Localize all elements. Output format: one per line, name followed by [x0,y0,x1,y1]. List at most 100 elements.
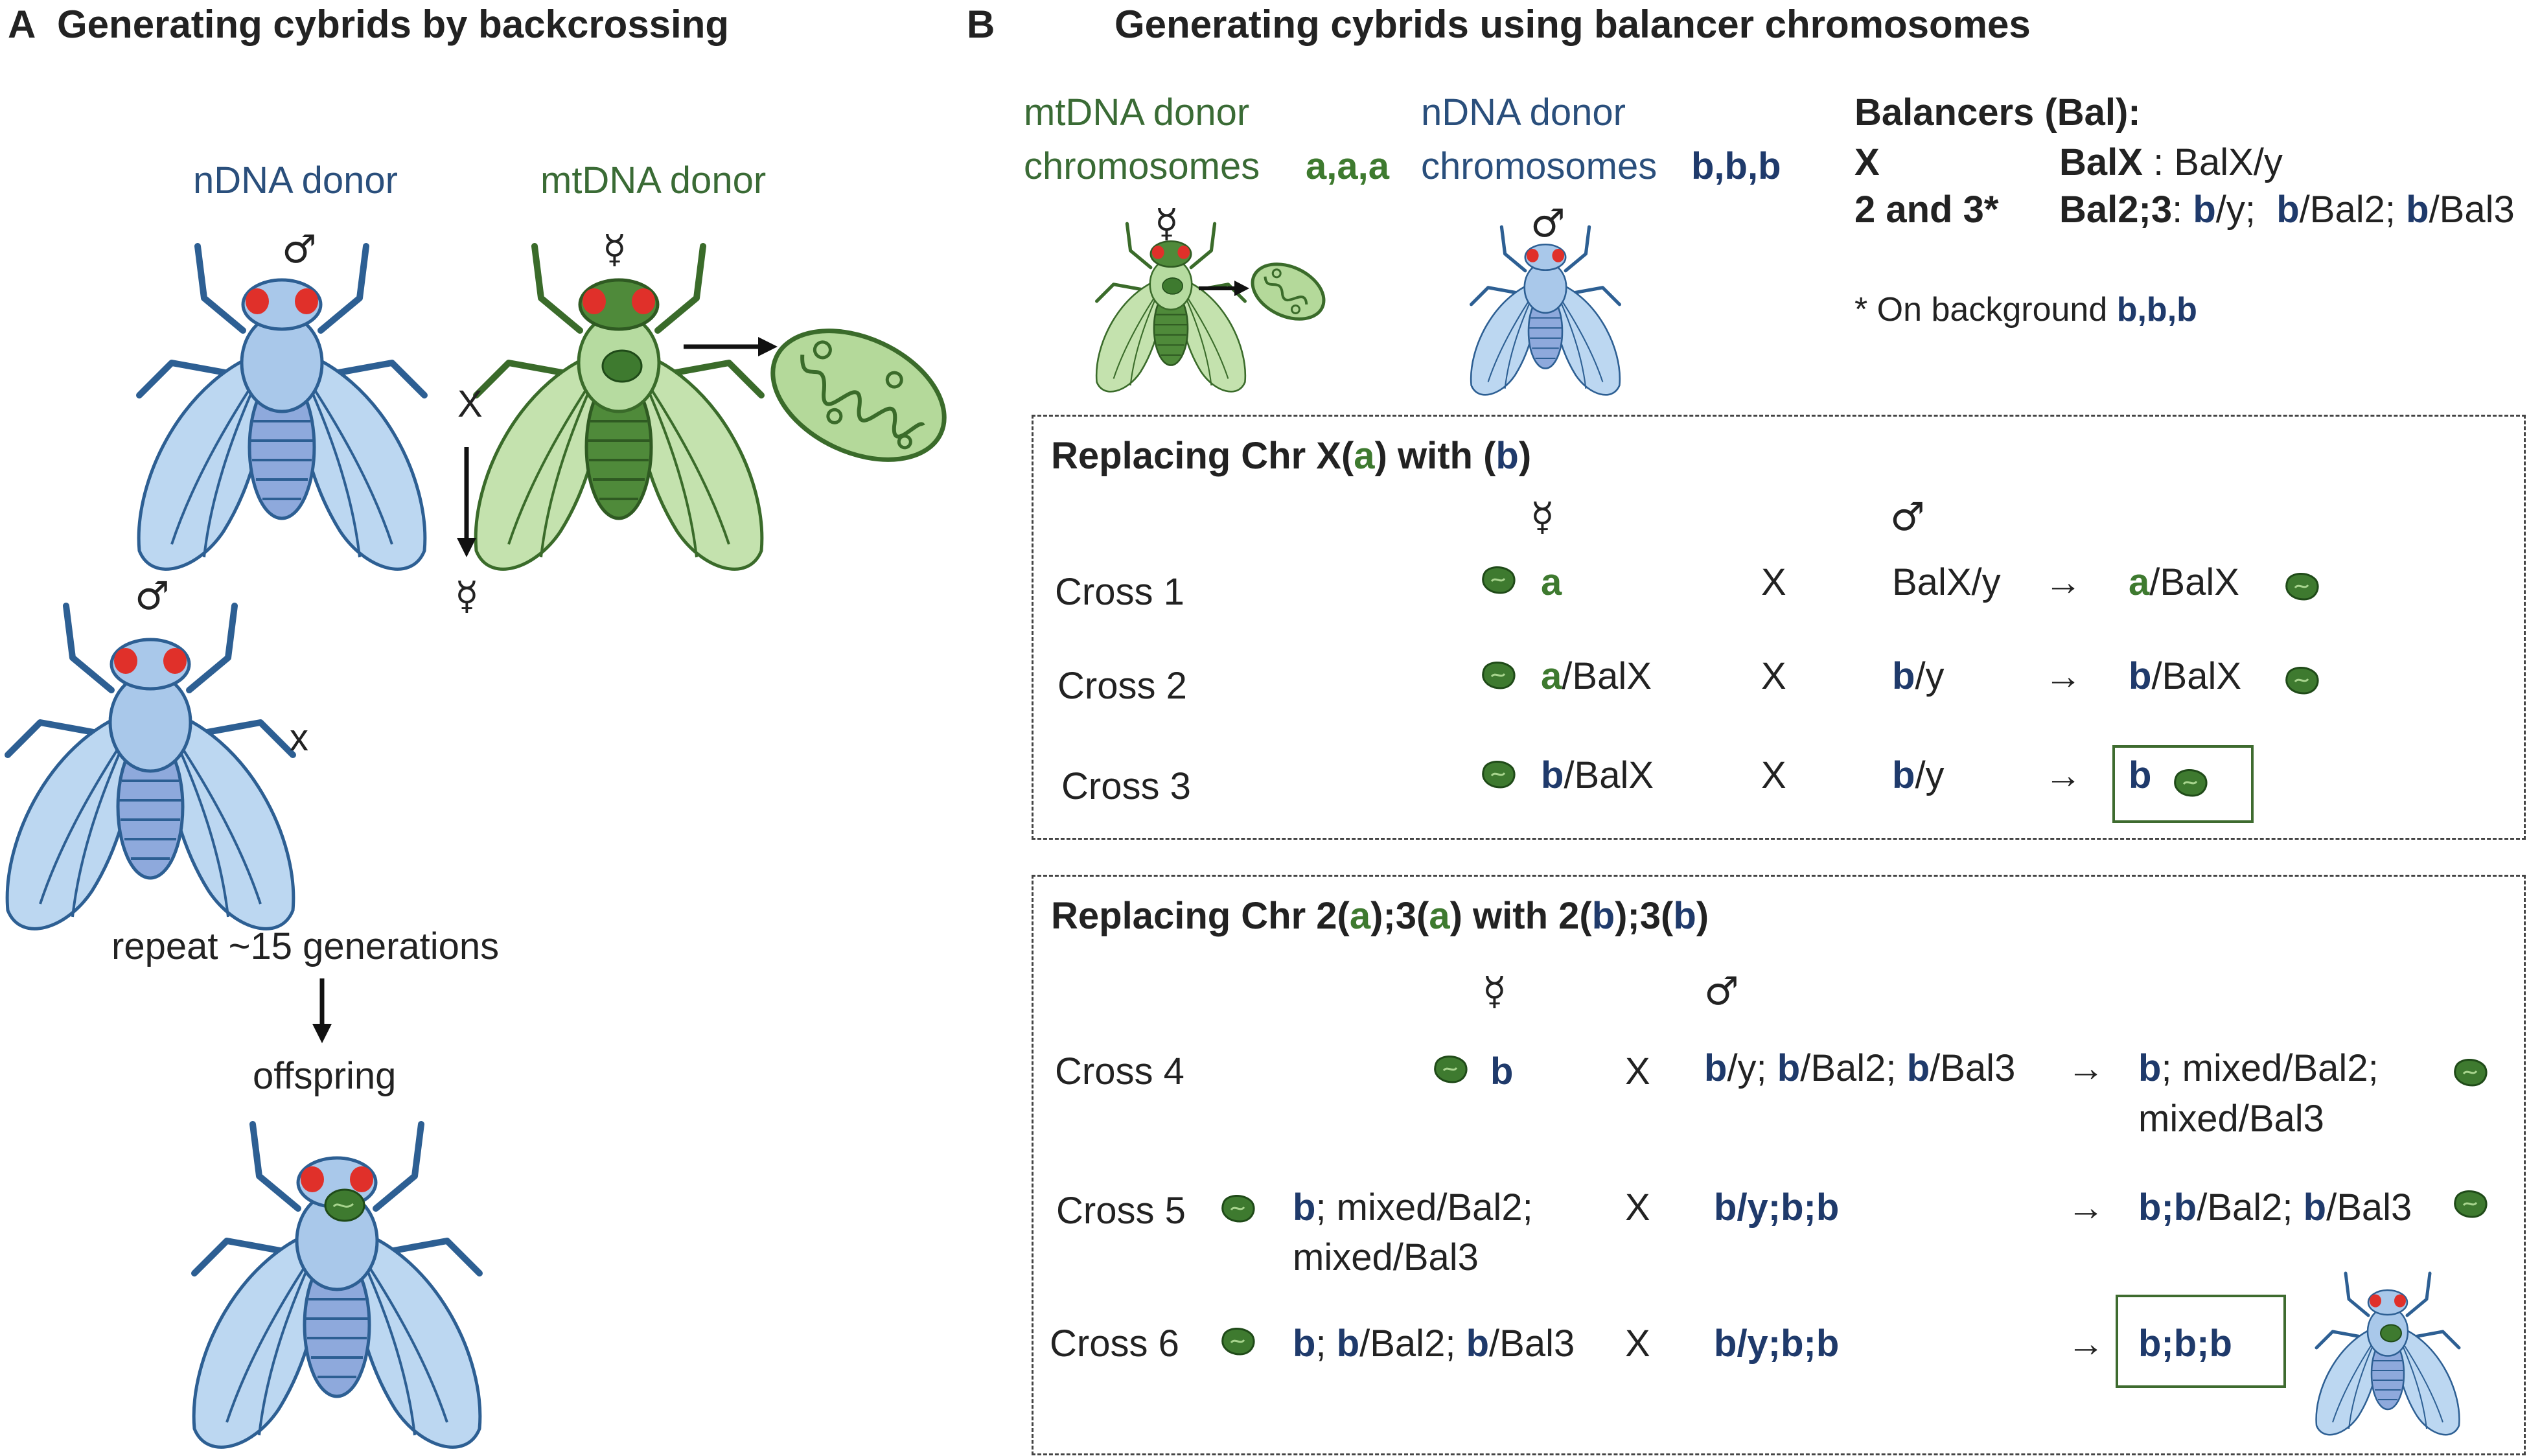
replace-chr-x-box [1032,415,2526,840]
cross-3-female: b/BalX [1541,754,1654,796]
mitochondrion-small-icon [1434,1055,1468,1083]
cross-2-label: Cross 2 [1057,665,1187,707]
cross-6-label: Cross 6 [1050,1323,1179,1365]
ndna-donor-code: b,b,b [1691,145,1781,187]
bal-x-label: X [1854,141,1880,183]
offspring-text: offspring [253,1055,397,1097]
bal-23-definition: Bal2;3: b/y; b/Bal2; b/Bal3 [2059,189,2515,231]
arrow-icon: → [2044,754,2082,796]
mitochondrion-icon [770,329,947,462]
ndna-donor-line1: nDNA donor [1421,91,1626,133]
panel-b-title: Generating cybrids using balancer chromo… [1114,3,2031,46]
arrow-icon: → [2067,1047,2105,1089]
cross-6-result: b;b;b [2138,1323,2232,1365]
female-symbol: ☿ [603,227,627,272]
panel-a-title: Generating cybrids by backcrossing [57,3,730,46]
bal-23-name: Bal2;3 [2059,189,2173,231]
cross-4-female: b [1490,1050,1514,1092]
cross-3-label: Cross 3 [1061,765,1191,807]
arrow-icon: → [2067,1186,2105,1229]
mitochondrion-small-icon [2285,666,2319,695]
replace-chr-23-box [1032,875,2526,1455]
cross-2-female: a/BalX [1541,655,1652,697]
ndna-donor-line2: chromosomes [1421,145,1657,187]
mitochondrion-small-icon [1482,566,1516,594]
cross-x-symbol: X [1625,1050,1650,1092]
cross-2-result: b/BalX [2129,655,2242,697]
female-symbol: ☿ [1155,201,1179,246]
bal-x-name: BalX [2059,141,2143,183]
repeat-text: repeat ~15 generations [111,925,500,967]
cross-6-male: b/y;b;b [1714,1323,1840,1365]
male-symbol: ♂ [1530,201,1565,246]
cross-5-label: Cross 5 [1056,1190,1186,1232]
mitochondrion-small-icon [1482,760,1516,789]
mitochondrion-small-icon [1221,1194,1255,1223]
mitochondrion-small-icon [1482,661,1516,689]
cross-x-symbol: x [290,717,308,759]
cross-4-result-line2: mixed/Bal3 [2138,1098,2324,1140]
mtdna-donor-line1: mtDNA donor [1024,91,1250,133]
male-symbol: ♂ [135,573,170,619]
box2-title: Replacing Chr 2(a);3(a) with 2(b);3(b) [1051,895,1709,937]
cross-1-result: a/BalX [2129,561,2239,603]
cross-x-symbol: X [1761,655,1786,697]
arrow-icon: → [2044,655,2082,697]
arrow-right-icon [684,337,778,356]
male-symbol: ♂ [1704,969,1739,1014]
bal-23-label: 2 and 3* [1854,189,1999,231]
cross-5-result: b;b/Bal2; b/Bal3 [2138,1186,2412,1229]
arrow-right-icon [1199,281,1249,296]
cross-1-male: BalX/y [1892,561,2001,603]
hybrid-fly-icon [327,606,613,929]
bal-x-genotype: : BalX/y [2142,141,2283,183]
cross-6-result-box [2116,1295,2286,1388]
panel-a-letter: A [8,3,36,46]
arrow-icon: → [2044,561,2082,603]
cross-4-label: Cross 4 [1055,1050,1184,1092]
mitochondrion-small-icon [2285,572,2319,601]
cross-5-male: b/y;b;b [1714,1186,1840,1229]
cross-x-symbol: X [1761,561,1786,603]
mitochondrion-icon [1251,262,1326,321]
balancers-heading: Balancers (Bal): [1854,91,2141,133]
arrow-down-icon [312,978,332,1043]
cross-3-male: b/y [1892,754,1945,796]
mtdna-donor-code: a,a,a [1306,145,1389,187]
mtdna-donor-label: mtDNA donor [540,159,767,202]
cross-x-symbol: X [457,383,483,425]
panel-a-illustration [0,0,947,1456]
box1-title: Replacing Chr X(a) with (b) [1051,435,1532,477]
bal-x-definition: BalX : BalX/y [2059,144,2283,181]
cross-5-female-line2: mixed/Bal3 [1293,1236,1479,1278]
cross-3-result: b [2129,754,2152,796]
cybrid-fly-icon [2316,1273,2460,1435]
cross-x-symbol: X [1761,754,1786,796]
cross-x-symbol: X [1625,1186,1650,1229]
male-symbol: ♂ [282,227,317,272]
female-symbol: ☿ [1483,969,1507,1014]
cross-x-symbol: X [1625,1323,1650,1365]
ndna-donor-label: nDNA donor [193,159,398,202]
cross-1-label: Cross 1 [1055,571,1184,613]
arrow-icon: → [2067,1323,2105,1365]
female-symbol: ☿ [1530,494,1554,540]
offspring-fly-icon [194,1124,480,1447]
cross-2-male: b/y [1892,655,1945,697]
panel-b-letter: B [967,3,995,46]
mitochondrion-small-icon [2454,1058,2488,1087]
cross-6-female: b; b/Bal2; b/Bal3 [1293,1323,1575,1365]
mtdna-donor-line2: chromosomes [1024,145,1260,187]
male-symbol: ♂ [1890,494,1925,540]
cross-3-result-box [2112,745,2254,823]
arrow-down-icon [457,447,476,557]
mitochondrion-small-icon [2174,768,2208,797]
cross-4-result-line1: b; mixed/Bal2; [2138,1047,2379,1089]
female-symbol: ☿ [455,573,479,619]
cross-1-female: a [1541,561,1562,603]
mitochondrion-small-icon [2454,1190,2488,1218]
background-note: * On background b,b,b [1854,291,2197,329]
panel-b-donors-illustration [1011,194,1788,402]
cross-4-male: b/y; b/Bal2; b/Bal3 [1704,1047,2016,1089]
cross-5-female-line1: b; mixed/Bal2; [1293,1186,1533,1229]
